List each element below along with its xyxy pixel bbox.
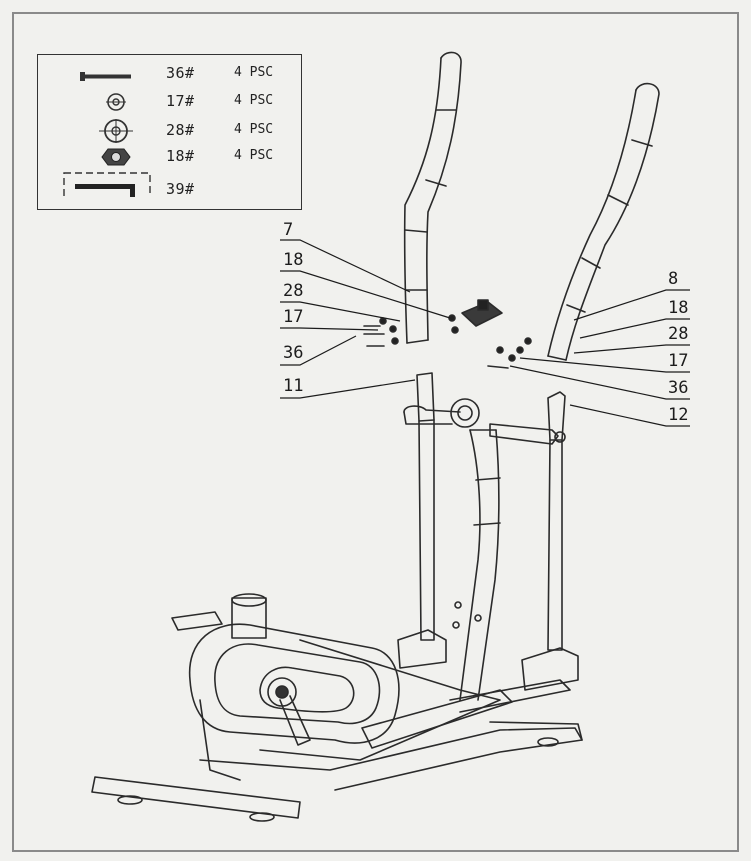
flywheel-housing [171, 593, 400, 746]
callout-left-handlebar: 7 [283, 220, 294, 240]
parts-row-allen-wrench: 39# [38, 172, 303, 203]
callout-right-bolt: 36 [668, 378, 689, 398]
hardware-parts-list: 36# 4 PSC 17# 4 PSC 28# 4 PSC [37, 54, 302, 210]
callout-right-spring-washer: 17 [668, 351, 689, 371]
parts-row-flat-washer: 28# 4 PSC [38, 118, 303, 144]
left-lower-arm [403, 372, 461, 641]
right-lower-arm [489, 391, 566, 651]
page-frame [12, 12, 739, 852]
part-code: 18# [166, 147, 195, 165]
callout-left-nut: 18 [283, 250, 304, 270]
part-quantity: 4 PSC [234, 122, 274, 137]
part-code: 17# [166, 92, 195, 110]
part-code: 28# [166, 121, 195, 139]
parts-row-nut: 18# 4 PSC [38, 144, 303, 170]
callout-right-handlebar: 8 [668, 269, 679, 289]
parts-row-bolt: 36# 4 PSC [38, 61, 303, 87]
bolt-icon [80, 72, 131, 81]
part-quantity: 4 PSC [234, 93, 274, 108]
callout-left-bolt: 36 [283, 343, 304, 363]
part-code: 36# [166, 64, 195, 82]
callout-right-lower-arm: 12 [668, 405, 689, 425]
callout-left-flat-washer: 28 [283, 281, 304, 301]
callout-left-spring-washer: 17 [283, 307, 304, 327]
allen-wrench-icon [63, 172, 151, 197]
right-pedal [521, 647, 579, 691]
base-frame [91, 699, 583, 822]
spring-washer-icon [106, 93, 126, 111]
part-quantity: 4 PSC [234, 65, 274, 80]
callout-right-nut: 18 [668, 298, 689, 318]
left-upper-handlebar [403, 51, 462, 344]
console-bracket [363, 299, 532, 369]
callout-left-lower-arm: 11 [283, 376, 304, 396]
left-pedal [397, 629, 447, 669]
flat-washer-icon [99, 119, 133, 143]
nut-icon [101, 148, 131, 166]
part-quantity: 4 PSC [234, 148, 274, 163]
callout-leader-lines [280, 239, 690, 427]
right-upper-handlebar [547, 82, 660, 361]
part-code: 39# [166, 180, 195, 198]
main-mast [450, 398, 501, 701]
callout-right-flat-washer: 28 [668, 324, 689, 344]
parts-row-spring-washer: 17# 4 PSC [38, 89, 303, 115]
